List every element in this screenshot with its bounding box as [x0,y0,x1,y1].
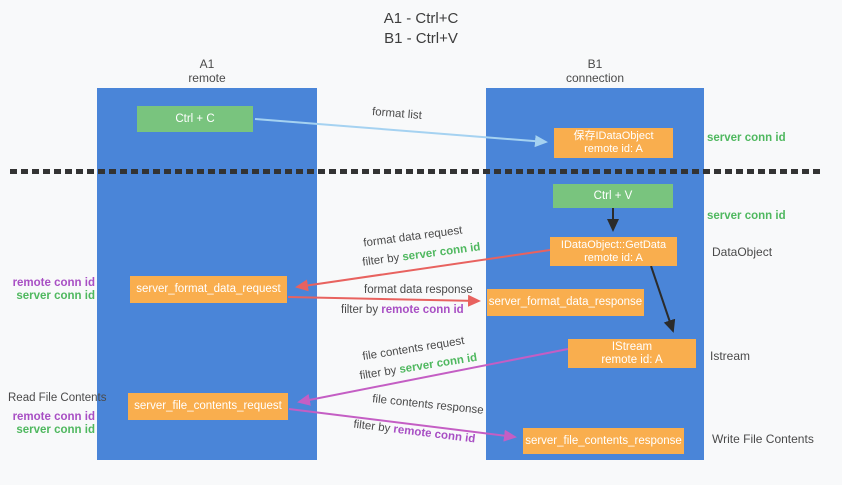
node-server-file-contents-response: server_file_contents_response [523,428,684,454]
server-conn-id-text: server conn id [401,241,482,264]
remote-conn-id-text: remote conn id [12,277,95,289]
node-istream: IStream remote id: A [568,339,696,368]
node-getdata-line1: IDataObject::GetData [560,238,667,251]
node-format-response-label: server_format_data_response [488,296,643,308]
node-idataobject-getdata: IDataObject::GetData remote id: A [550,237,677,266]
server-conn-id-text: server conn id [16,290,95,302]
label-filter-by-remote-conn-id-1: filter by remote conn id [341,304,464,316]
column-header-b1: B1 connection [535,57,655,85]
filter-by-text: filter by [358,364,401,383]
column-a1-name: A1 [199,57,215,71]
dashed-divider-line [10,169,824,174]
annotation-write-file-contents: Write File Contents [712,432,814,446]
annotation-server-conn-id-mid: server conn id [707,210,786,222]
annotation-read-file-contents: Read File Contents [8,392,107,404]
annotation-conn-id-pair-top: remote conn id server conn id [0,277,95,303]
label-filter-by-remote-conn-id-2: filter by remote conn id [353,419,476,446]
node-server-file-contents-request: server_file_contents_request [128,393,288,420]
column-b1-name: B1 [587,57,603,71]
remote-conn-id-text: remote conn id [381,304,464,316]
annotation-conn-id-pair-bottom: remote conn id server conn id [0,411,95,437]
node-ctrl-c-label: Ctrl + C [175,112,215,125]
annotation-dataobject: DataObject [712,245,773,259]
label-format-data-response: format data response [364,284,473,296]
diagram-title: A1 - Ctrl+C B1 - Ctrl+V [0,9,842,49]
node-file-response-label: server_file_contents_response [525,434,682,447]
column-b1-role: connection [565,71,625,85]
node-ctrl-c: Ctrl + C [137,106,253,132]
annotation-istream: Istream [710,349,751,363]
filter-by-text: filter by [352,418,395,436]
node-server-format-data-response: server_format_data_response [487,289,644,316]
node-format-request-label: server_format_data_request [136,283,281,295]
filter-by-text: filter by [341,304,382,316]
node-istream-line1: IStream [611,340,653,353]
annotation-server-conn-id-top: server conn id [707,132,786,144]
column-header-a1: A1 remote [147,57,267,85]
node-ctrl-v: Ctrl + V [553,184,673,208]
node-server-format-data-request: server_format_data_request [130,276,287,303]
filter-by-text: filter by [361,251,404,269]
label-file-contents-response: file contents response [371,393,485,417]
column-a1-role: remote [188,71,226,85]
node-file-request-label: server_file_contents_request [134,400,282,412]
server-conn-id-text: server conn id [16,424,95,436]
node-save-idataobject: 保存IDataObject remote id: A [554,128,673,158]
title-line-1: A1 - Ctrl+C [383,10,459,27]
node-getdata-line2: remote id: A [584,251,643,264]
node-save-idataobject-line2: remote id: A [584,143,643,155]
remote-conn-id-text: remote conn id [392,423,476,446]
label-format-list: format list [371,106,423,122]
remote-conn-id-text: remote conn id [12,411,95,423]
node-istream-line2: remote id: A [601,353,663,366]
node-save-idataobject-line1: 保存IDataObject [573,130,654,142]
title-line-2: B1 - Ctrl+V [384,30,458,47]
node-ctrl-v-label: Ctrl + V [593,189,633,202]
